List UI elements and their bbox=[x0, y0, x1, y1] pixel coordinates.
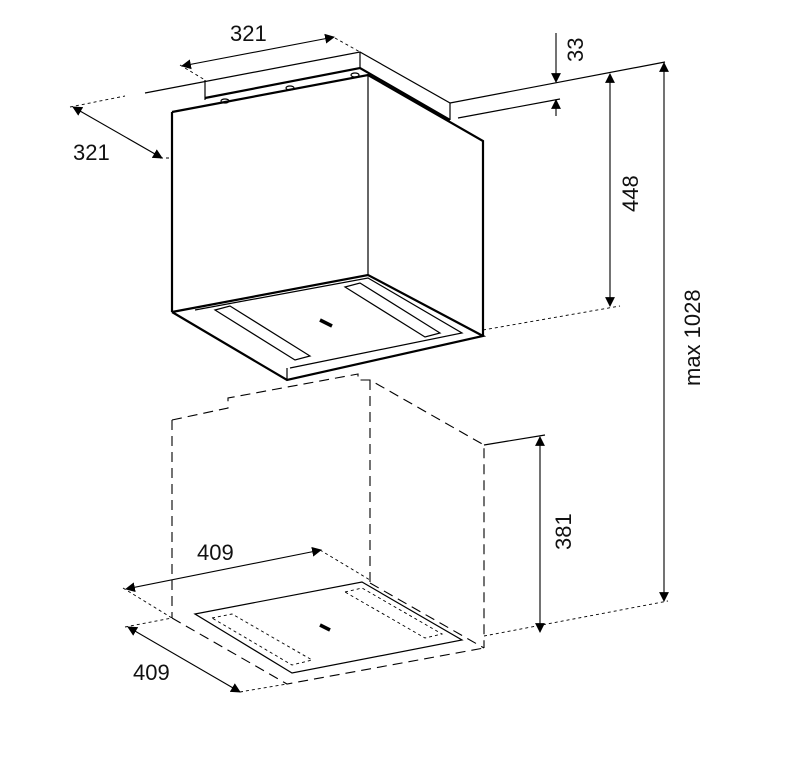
hood-depth-label: 321 bbox=[73, 140, 110, 165]
hob-width-label: 409 bbox=[197, 540, 234, 565]
hood-height-label: 448 bbox=[618, 175, 643, 212]
total-height-label: max 1028 bbox=[680, 289, 705, 386]
hob-depth-label: 409 bbox=[133, 660, 170, 685]
dim-total-height: max 1028 bbox=[483, 62, 705, 637]
dim-hood-height: 448 bbox=[482, 73, 643, 331]
clearance-volume bbox=[171, 373, 485, 685]
hood-body bbox=[170, 73, 487, 382]
dim-hood-width: 321 bbox=[179, 21, 361, 81]
plate-height-label: 33 bbox=[563, 38, 588, 62]
dim-hood-depth: 321 bbox=[69, 95, 172, 165]
dim-plate-height: 33 bbox=[551, 33, 588, 116]
dim-clearance: 381 bbox=[483, 434, 576, 633]
hob bbox=[193, 581, 464, 674]
dim-hob-width: 409 bbox=[122, 540, 371, 619]
clearance-label: 381 bbox=[551, 513, 576, 550]
dim-hob-depth: 409 bbox=[124, 617, 288, 693]
hood-width-label: 321 bbox=[230, 21, 267, 46]
